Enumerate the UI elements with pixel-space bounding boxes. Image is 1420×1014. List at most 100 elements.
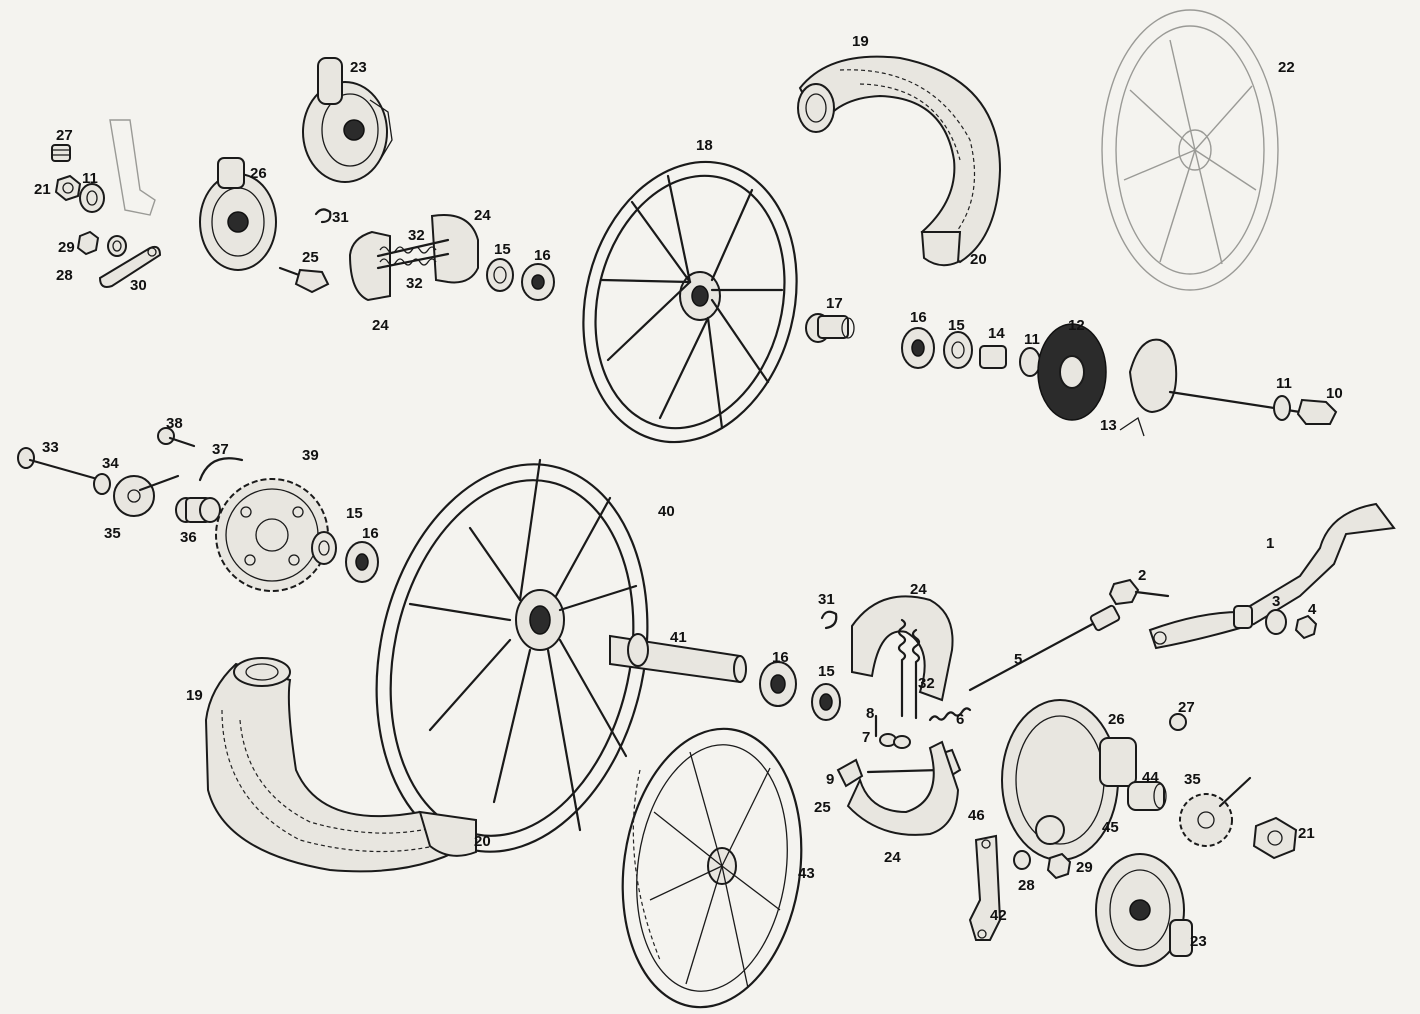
callout-16: 16 <box>534 247 551 264</box>
callout-15: 15 <box>948 317 965 334</box>
callout-26: 26 <box>250 165 267 182</box>
tyre-19-bottom <box>204 657 478 873</box>
screw-27-bottom <box>1169 713 1187 731</box>
callout-31: 31 <box>818 591 835 608</box>
callout-27: 27 <box>1178 699 1195 716</box>
lever-30 <box>98 245 162 288</box>
brake-disc-12 <box>1037 323 1107 421</box>
callout-16: 16 <box>910 309 927 326</box>
cast-wheel-18 <box>582 160 798 444</box>
callout-17: 17 <box>826 295 843 312</box>
callout-25: 25 <box>302 249 319 266</box>
axle-bolt-10 <box>1168 390 1338 425</box>
spoked-wheel-22 <box>1101 9 1279 291</box>
callout-18: 18 <box>696 137 713 154</box>
brake-shoe-24-upper <box>851 595 954 702</box>
spring-clip-31-top <box>314 208 332 224</box>
callout-35: 35 <box>1184 771 1201 788</box>
callout-2: 2 <box>1138 567 1146 584</box>
callout-22: 22 <box>1278 59 1295 76</box>
callout-21: 21 <box>1298 825 1315 842</box>
callout-23: 23 <box>350 59 367 76</box>
callout-4: 4 <box>1308 601 1317 618</box>
spring-32 <box>897 618 921 720</box>
callout-24: 24 <box>372 317 389 334</box>
axle-33 <box>17 447 110 484</box>
callout-24: 24 <box>474 207 491 224</box>
callout-23: 23 <box>1190 933 1207 950</box>
nut-28-bottom <box>1013 850 1031 870</box>
brake-plate-23-bottom <box>1095 853 1193 967</box>
spoked-wheel-43 <box>621 727 803 1009</box>
lever-42 <box>968 834 1002 941</box>
callout-9: 9 <box>826 771 834 788</box>
bearing-16-left <box>345 541 379 583</box>
callout-19: 19 <box>852 33 869 50</box>
callout-11: 11 <box>1024 331 1040 348</box>
bearing-15-left <box>311 531 337 565</box>
sprocket-39 <box>215 478 329 592</box>
callout-7: 7 <box>862 729 870 746</box>
washer-top-left <box>107 235 127 257</box>
clip-37 <box>198 457 244 482</box>
callout-20: 20 <box>474 833 491 850</box>
callout-40: 40 <box>658 503 675 520</box>
callout-43: 43 <box>798 865 815 882</box>
axle-41 <box>609 633 747 684</box>
callout-29: 29 <box>1076 859 1093 876</box>
bearing-15-top <box>486 258 514 292</box>
nut-21-bottom <box>1252 816 1298 860</box>
callout-1: 1 <box>1266 535 1274 552</box>
callout-29: 29 <box>58 239 75 256</box>
bearing-16-top <box>521 263 555 301</box>
callout-12: 12 <box>1068 317 1085 334</box>
washer-11-right <box>1019 347 1041 377</box>
caliper-13 <box>1119 338 1178 437</box>
callout-11: 11 <box>82 170 98 187</box>
bearing-15-center <box>811 683 841 721</box>
callout-11: 11 <box>1276 375 1292 392</box>
callout-35: 35 <box>104 525 121 542</box>
bolt-2 <box>1108 578 1170 606</box>
callout-46: 46 <box>968 807 985 824</box>
brake-plate-26-bottom <box>1001 699 1137 861</box>
callout-36: 36 <box>180 529 197 546</box>
screw-27-top <box>51 144 71 162</box>
pin-7 <box>879 733 911 749</box>
callout-6: 6 <box>956 711 964 728</box>
callout-5: 5 <box>1014 651 1022 668</box>
tyre-19-top <box>797 55 1002 267</box>
brake-cable-5 <box>968 604 1121 692</box>
cam-25-top <box>278 266 330 294</box>
callout-33: 33 <box>42 439 59 456</box>
callout-26: 26 <box>1108 711 1125 728</box>
callout-44: 44 <box>1142 769 1159 786</box>
callout-28: 28 <box>56 267 73 284</box>
callout-14: 14 <box>988 325 1005 342</box>
callout-39: 39 <box>302 447 319 464</box>
sprocket-35-left <box>113 474 180 517</box>
callout-10: 10 <box>1326 385 1343 402</box>
callout-25: 25 <box>814 799 831 816</box>
callout-13: 13 <box>1100 417 1117 434</box>
callout-3: 3 <box>1272 593 1280 610</box>
callout-20: 20 <box>970 251 987 268</box>
washer-3 <box>1265 609 1287 635</box>
brake-pedal-1 <box>1148 502 1396 650</box>
callout-32: 32 <box>406 275 423 292</box>
callout-24: 24 <box>884 849 901 866</box>
callout-32: 32 <box>408 227 425 244</box>
sprocket-35-right <box>1179 776 1252 847</box>
bearing-16-right <box>901 327 935 369</box>
brake-plate-23-top <box>302 57 393 183</box>
brake-plate-26-top <box>199 157 277 271</box>
callout-21: 21 <box>34 181 51 198</box>
callout-19: 19 <box>186 687 203 704</box>
ghost-bracket-outline <box>109 119 156 216</box>
callout-45: 45 <box>1102 819 1119 836</box>
callout-16: 16 <box>772 649 789 666</box>
spacer-14 <box>979 345 1007 369</box>
washer-11-top <box>79 183 105 213</box>
callout-28: 28 <box>1018 877 1035 894</box>
